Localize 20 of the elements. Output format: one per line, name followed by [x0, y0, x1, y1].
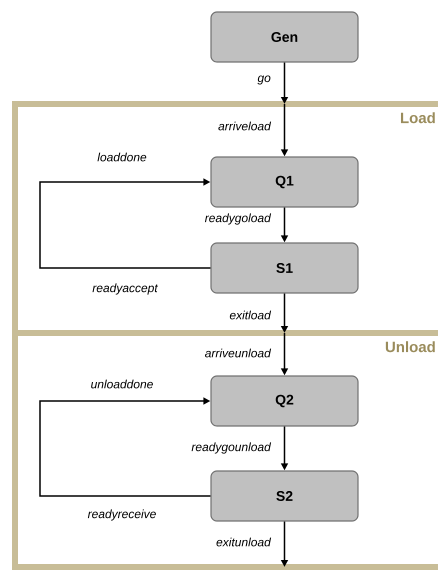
edge-label: go — [257, 76, 270, 84]
process-box: S2 — [210, 470, 359, 522]
band-title: Unload — [386, 341, 435, 352]
signal-label: loaddone — [98, 152, 146, 162]
process-box: S1 — [210, 242, 359, 294]
signal-label: unloaddone — [91, 380, 153, 388]
edge-label: readyreceive — [88, 509, 156, 521]
edge-label: exitunload — [216, 538, 272, 546]
edge-label: arriveunload — [205, 348, 272, 358]
band-title: Load — [400, 112, 435, 124]
arrow — [39, 397, 210, 497]
process-box: Q1 — [210, 156, 359, 208]
edge-label: readygoload — [204, 213, 272, 225]
process-box: Gen — [210, 11, 359, 63]
edge-label: exitload — [230, 310, 272, 320]
edge-label: readyaccept — [92, 283, 158, 295]
arrow — [39, 178, 210, 269]
edge-label: arriveload — [218, 122, 272, 130]
edge-label: readygounload — [192, 442, 272, 454]
process-box: Q2 — [210, 375, 359, 427]
